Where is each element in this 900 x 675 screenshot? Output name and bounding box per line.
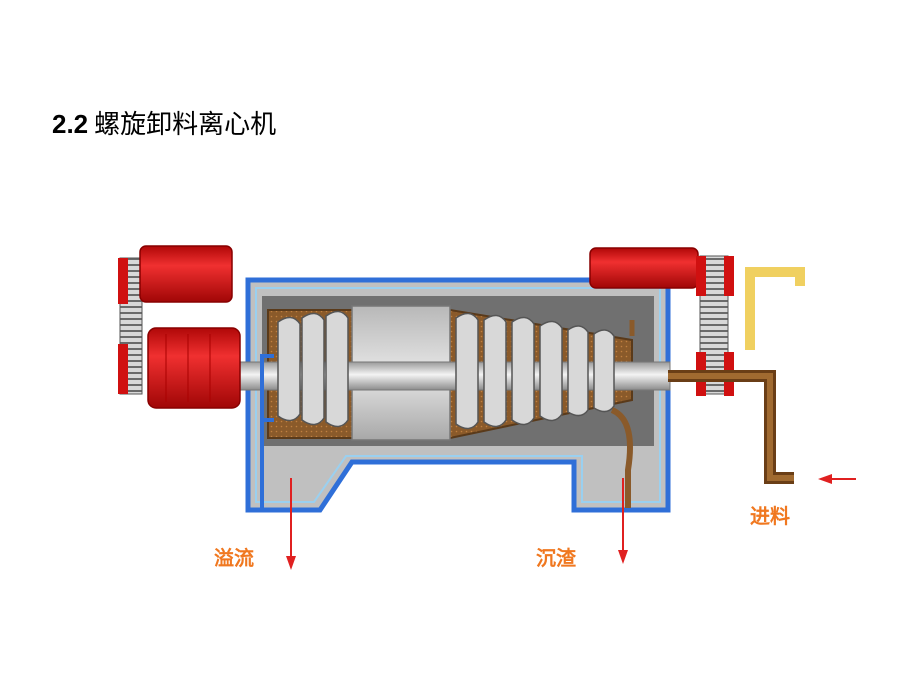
- screw-conveyor: [277, 310, 615, 430]
- sediment-label: 沉渣: [536, 546, 576, 570]
- sediment-arrow: [618, 478, 628, 564]
- main-motor: [118, 245, 241, 409]
- section-title: 螺旋卸料离心机: [94, 110, 277, 140]
- sediment-discharge: [610, 407, 633, 508]
- upper-right-motor: [589, 247, 699, 289]
- overflow-pipe: [260, 354, 274, 510]
- overflow-label: 溢流: [214, 546, 254, 570]
- lower-left-motor: [147, 327, 241, 409]
- section-number: 2.2: [52, 109, 89, 139]
- feed-pipe: [668, 267, 805, 484]
- feed-arrow: [818, 474, 856, 484]
- upper-left-motor: [139, 245, 233, 303]
- feed-label: 进料: [750, 504, 790, 528]
- overflow-arrow: [286, 478, 296, 570]
- flow-arrows: [286, 474, 856, 570]
